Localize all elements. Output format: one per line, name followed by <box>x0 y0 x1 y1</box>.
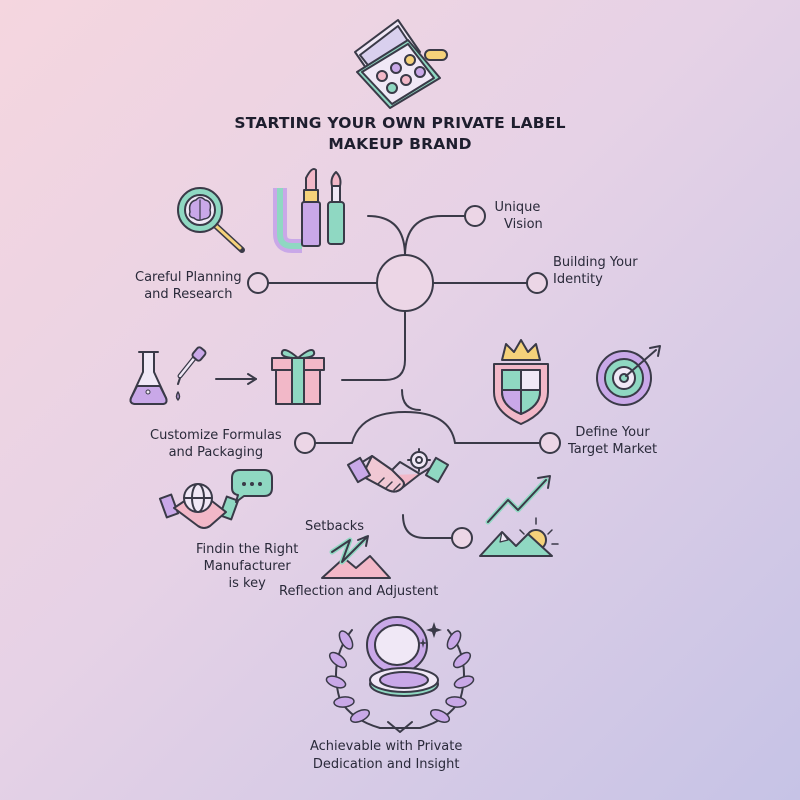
target-arrow-icon <box>596 345 661 406</box>
label-line: and Packaging <box>168 445 264 460</box>
label-unique-vision: Unique Vision <box>492 199 543 233</box>
label-building-identity: Building Your Identity <box>553 254 638 288</box>
central-hub-node <box>376 254 434 312</box>
compact-laurel-icon <box>325 616 475 733</box>
label-line: Dedication and Insight <box>312 757 460 772</box>
label-line: Identity <box>553 272 603 287</box>
zigzag-mountain-icon <box>321 535 391 579</box>
label-line: is key <box>228 576 266 591</box>
gift-box-icon <box>271 349 325 405</box>
node-reflection <box>451 527 473 549</box>
label-achievable: Achievable with Private Dedication and I… <box>310 738 462 774</box>
handshake-gear-icon <box>346 448 450 493</box>
node-planning <box>247 272 269 294</box>
title-line-2: MAKEUP BRAND <box>328 135 472 153</box>
node-unique-vision <box>464 205 486 227</box>
label-setbacks: Setbacks <box>305 519 365 534</box>
label-line: Building Your <box>553 255 638 270</box>
label-target-market: Define Your Target Market <box>568 424 657 458</box>
eyeshadow-palette-icon <box>354 19 448 109</box>
node-customize <box>294 432 316 454</box>
connector-lines <box>215 215 541 539</box>
label-manufacturer: Findin the Right Manufacturer is key <box>196 541 298 592</box>
label-line: Define Your <box>575 425 650 440</box>
label-planning: Careful Planning and Research <box>135 269 242 303</box>
label-customize: Customize Formulas and Packaging <box>150 427 282 461</box>
label-line: Customize Formulas <box>150 428 282 443</box>
flask-dropper-icon <box>129 346 207 405</box>
label-line: Manufacturer <box>203 559 291 574</box>
lipstick-brush-icon <box>273 168 345 253</box>
label-line: Achievable with Private <box>310 739 463 754</box>
crown-shield-icon <box>493 339 549 425</box>
page-title: STARTING YOUR OWN PRIVATE LABEL MAKEUP B… <box>0 113 800 155</box>
label-line: and Research <box>144 287 233 302</box>
globe-handshake-chat-icon <box>158 469 273 529</box>
label-line: Careful Planning <box>135 270 242 285</box>
label-line: Vision <box>504 217 543 232</box>
node-target-market <box>539 432 561 454</box>
title-line-1: STARTING YOUR OWN PRIVATE LABEL <box>234 114 566 132</box>
label-line: Unique <box>494 200 541 215</box>
label-reflection: Reflection and Adjustent <box>279 584 439 599</box>
node-identity <box>526 272 548 294</box>
label-line: Findin the Right <box>196 542 299 557</box>
brain-magnifier-icon <box>177 187 245 253</box>
growth-mountain-icon <box>479 475 559 557</box>
label-line: Target Market <box>568 442 658 457</box>
